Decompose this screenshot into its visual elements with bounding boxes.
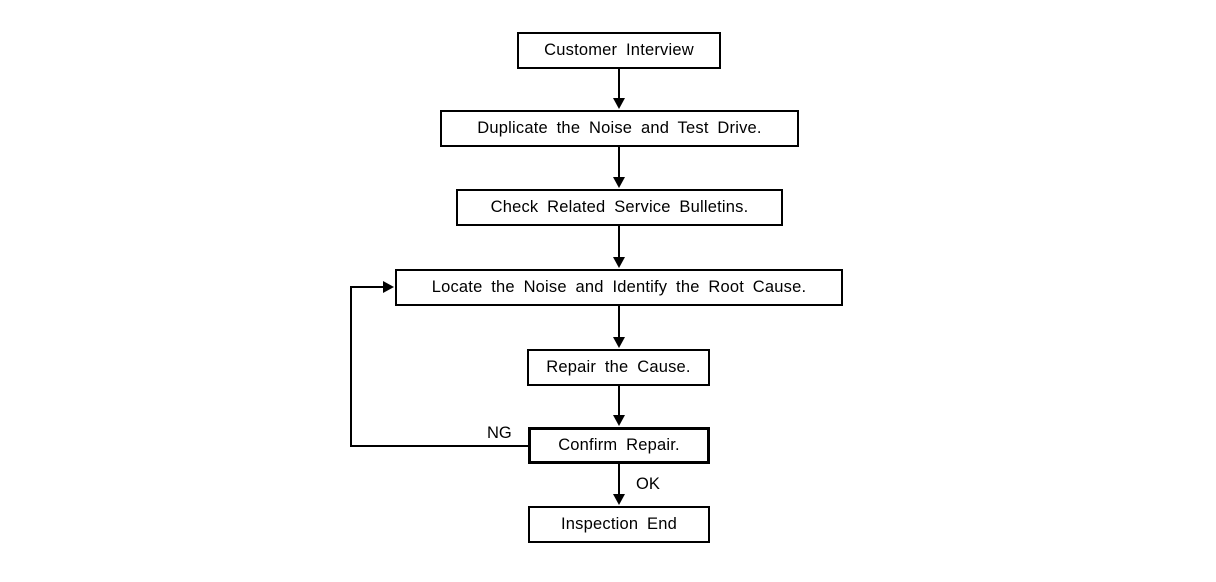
connector-interview-to-duplicate [618, 69, 620, 100]
node-duplicate-noise: Duplicate the Noise and Test Drive. [440, 110, 799, 147]
node-label: Locate the Noise and Identify the Root C… [431, 278, 807, 297]
ng-loop-vertical-segment [350, 286, 352, 447]
connector-duplicate-to-bulletins [618, 147, 620, 178]
node-inspection-end: Inspection End [528, 506, 710, 543]
connector-repair-to-confirm [618, 386, 620, 416]
node-label: Confirm Repair. [558, 436, 680, 455]
connector-bulletins-to-locate [618, 226, 620, 258]
node-label: Check Related Service Bulletins. [490, 198, 749, 217]
arrowhead-down-to-locate [613, 257, 625, 268]
arrowhead-down-to-duplicate [613, 98, 625, 109]
ng-loop-horizontal-segment [350, 445, 529, 447]
arrowhead-right-to-locate [383, 281, 394, 293]
arrowhead-down-to-confirm [613, 415, 625, 426]
node-customer-interview: Customer Interview [517, 32, 721, 69]
node-locate-noise: Locate the Noise and Identify the Root C… [395, 269, 843, 306]
arrowhead-down-to-bulletins [613, 177, 625, 188]
node-label: Repair the Cause. [546, 358, 691, 377]
node-repair-cause: Repair the Cause. [527, 349, 710, 386]
node-label: Customer Interview [544, 41, 694, 60]
node-label: Inspection End [561, 515, 677, 534]
node-check-bulletins: Check Related Service Bulletins. [456, 189, 783, 226]
ng-loop-return-segment [350, 286, 385, 288]
node-confirm-repair: Confirm Repair. [528, 427, 710, 464]
connector-confirm-to-end [618, 464, 620, 495]
node-label: Duplicate the Noise and Test Drive. [477, 119, 762, 138]
edge-label-ng: NG [487, 424, 512, 442]
arrowhead-down-to-repair [613, 337, 625, 348]
connector-locate-to-repair [618, 306, 620, 338]
arrowhead-down-to-end [613, 494, 625, 505]
edge-label-ok: OK [636, 475, 660, 493]
